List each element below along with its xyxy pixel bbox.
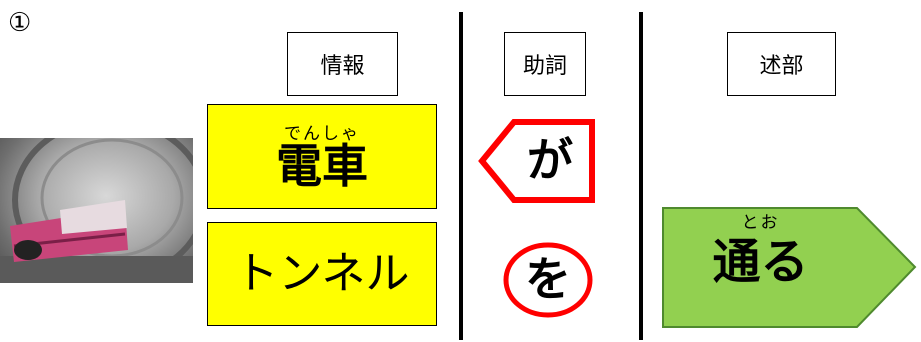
train-ruby: でんしゃ <box>284 123 360 144</box>
particle-ga-shape <box>478 119 595 203</box>
predicate-ruby: とお <box>741 213 780 233</box>
header-info: 情報 <box>287 32 398 96</box>
predicate-arrow <box>662 207 917 328</box>
column-divider-right <box>639 12 643 340</box>
header-predicate: 述部 <box>727 32 836 96</box>
tunnel-train-image <box>0 138 193 283</box>
item-number: ① <box>8 8 32 38</box>
particle-wo-circle <box>503 242 593 318</box>
particle-ga: が <box>527 133 573 187</box>
tunnel-text: トンネル <box>234 248 410 299</box>
predicate-text: 通る <box>712 234 809 290</box>
particle-wo: を <box>525 252 571 306</box>
info-box-tunnel: トンネル <box>207 222 437 326</box>
tunnel-train-photo <box>0 138 193 283</box>
train-text: 電車 <box>276 138 368 193</box>
info-box-train: でんしゃ 電車 <box>207 104 437 209</box>
column-divider-left <box>459 12 463 340</box>
predicate-text-group: とお 通る <box>663 214 858 286</box>
header-particle: 助詞 <box>504 32 586 96</box>
